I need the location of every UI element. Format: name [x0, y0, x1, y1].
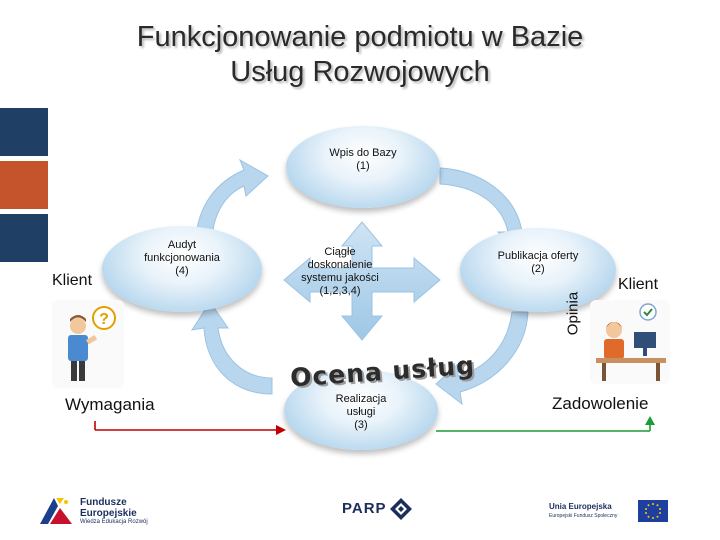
zadowolenie-arrowhead: [645, 416, 655, 425]
klient-left-label: Klient: [52, 272, 93, 289]
title-line-2: Usług Rozwojowych: [230, 56, 490, 88]
wymagania-arrowhead: [276, 425, 286, 435]
page-title: Funkcjonowanie podmiotu w Bazie Usług Ro…: [0, 20, 720, 90]
svg-text:?: ?: [99, 311, 109, 328]
node-realizacja: Realizacja usługi (3): [284, 370, 438, 450]
confused-person-icon: ?: [68, 306, 116, 381]
arrow-publikacja-to-realizacja: [435, 311, 529, 406]
node-audyt-text: Audyt funkcjonowania (4): [144, 238, 220, 277]
parp-logo-text: PARP: [342, 500, 387, 517]
node-audyt: Audyt funkcjonowania (4): [102, 226, 262, 312]
zadowolenie-label: Zadowolenie: [552, 394, 649, 413]
fe-line2: Europejskie: [80, 508, 137, 519]
eu-flag-icon: [638, 500, 668, 522]
klient-right-label: Klient: [618, 276, 659, 293]
arrow-realizacja-to-audyt: [190, 301, 273, 395]
person-right-illustration: [590, 300, 670, 384]
node-publikacja: Publikacja oferty (2): [460, 228, 616, 312]
node-wpis: Wpis do Bazy (1): [286, 126, 440, 208]
node-publikacja-text: Publikacja oferty (2): [497, 250, 579, 275]
center-text: Ciągłe doskonalenie systemu jakości (1,2…: [301, 246, 379, 297]
arrow-audit-to-wpis: [195, 158, 269, 239]
fe-logo-text: Fundusze Europejskie: [80, 497, 137, 519]
center-cross-shape: [283, 221, 441, 341]
satisfied-person-icon: [596, 303, 666, 381]
side-block-dark-bottom: [0, 214, 48, 262]
person-left-illustration: ?: [52, 300, 124, 388]
ue-logo-text: Unia Europejska: [549, 502, 612, 511]
fundusze-europejskie-logo: [36, 494, 76, 528]
fe-logo-subtitle: Wiedza Edukacja Rozwój: [80, 519, 148, 525]
side-block-dark-top: [0, 108, 48, 156]
opinia-label: Opinia: [564, 291, 582, 336]
parp-logo-icon: [390, 498, 412, 520]
ue-logo-subtitle: Europejski Fundusz Społeczny: [549, 513, 618, 519]
node-wpis-text: Wpis do Bazy (1): [329, 147, 397, 172]
node-realizacja-text: Realizacja usługi (3): [335, 392, 387, 431]
side-block-orange: [0, 161, 48, 209]
wymagania-label: Wymagania: [65, 395, 155, 414]
fe-line1: Fundusze: [80, 497, 127, 508]
title-line-1: Funkcjonowanie podmiotu w Bazie: [136, 21, 584, 53]
